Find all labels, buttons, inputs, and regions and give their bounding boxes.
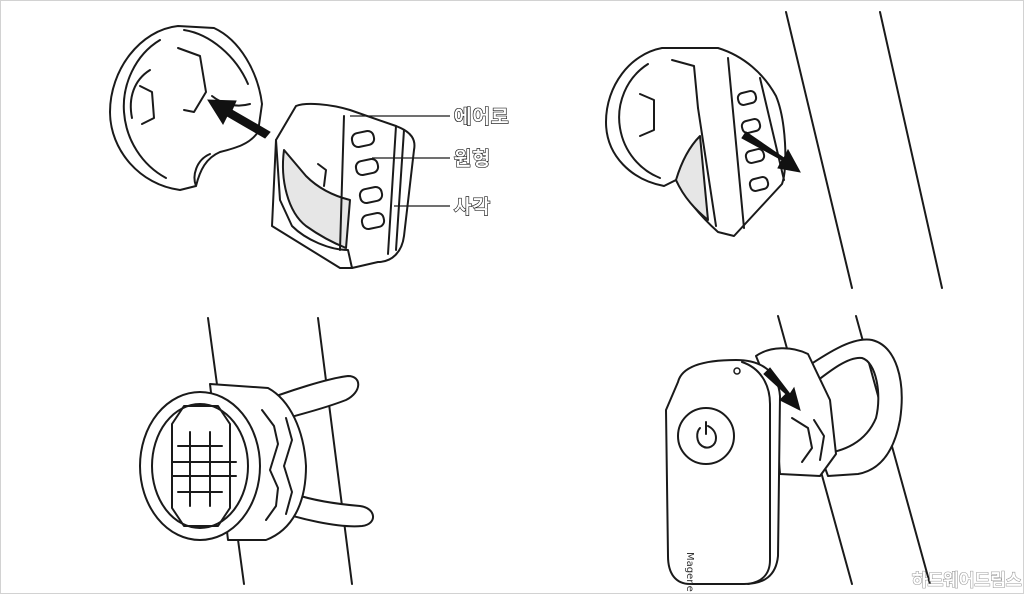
callouts: [350, 115, 450, 207]
shim-piece: [271, 102, 416, 269]
watermark-text: 하드웨어드림스: [912, 571, 1022, 591]
mount-cross-slots: [171, 431, 237, 507]
shim-slots: [350, 129, 386, 231]
brand-text: Magene: [684, 552, 695, 592]
label-round: 원형: [454, 148, 491, 170]
mount-slots: [736, 90, 770, 192]
step-3-mount-strapped: [139, 317, 374, 585]
step-1-insert-shim: 에어로 원형 사각: [109, 25, 509, 269]
pole: [785, 11, 943, 289]
step-4-attach-device: Magene: [665, 315, 931, 592]
clip-arrow: [763, 367, 801, 411]
attach-arrow: [741, 131, 801, 173]
label-aero: 에어로: [454, 106, 509, 128]
step-2-attach-to-pole: [605, 11, 943, 289]
bike-light-device: Magene: [665, 359, 781, 592]
power-button: [677, 407, 735, 465]
insert-arrow: [207, 99, 271, 139]
mount-with-shim: [605, 47, 787, 237]
label-square: 사각: [454, 196, 491, 218]
round-mount: [139, 383, 307, 541]
mount-body: [109, 25, 263, 191]
